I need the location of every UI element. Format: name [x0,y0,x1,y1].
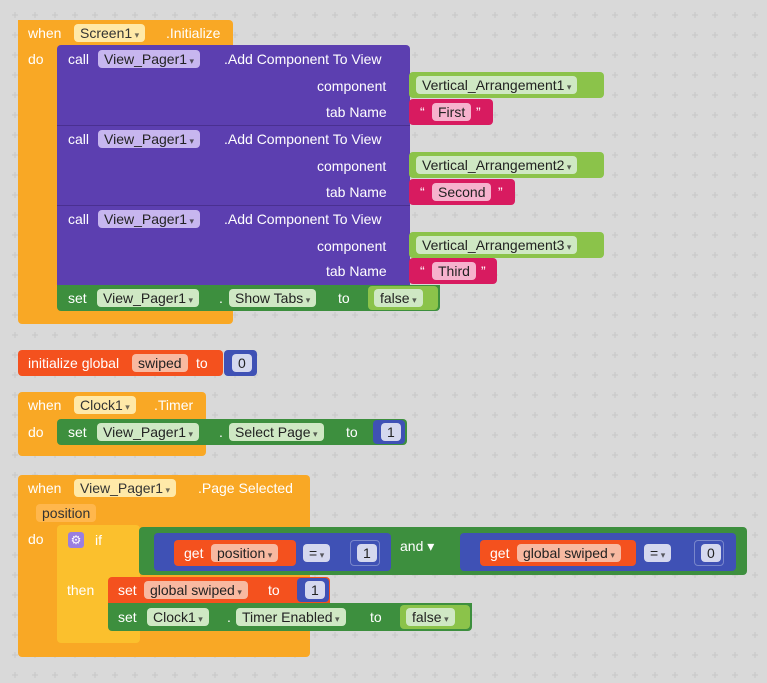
quote-close: ” [481,263,486,279]
property-dropdown[interactable]: Show Tabs [229,289,317,307]
to-keyword: to [268,582,280,598]
param-label: component [317,238,387,254]
get-keyword: get [184,545,204,561]
do-keyword: do [28,424,44,440]
if-keyword: if [95,532,102,548]
quote-open: “ [420,263,425,279]
and-dropdown[interactable]: and ▾ [400,538,435,554]
operator-dropdown[interactable]: = [303,544,331,562]
event-name: .Page Selected [198,480,293,496]
call-keyword: call [68,211,90,227]
do-keyword: do [28,51,44,67]
arrangement-dropdown[interactable]: Vertical_Arrangement1 [416,76,578,94]
boolean-dropdown[interactable]: false [406,608,455,626]
boolean-dropdown[interactable]: false [374,289,423,307]
quote-close: ” [476,104,481,120]
operator-dropdown[interactable]: = [644,544,672,562]
number-field[interactable]: 1 [357,544,377,562]
method-name: .Add Component To View [224,131,382,147]
component-dropdown-viewpager[interactable]: View_Pager1 [74,479,177,497]
set-keyword: set [118,609,137,625]
property-dropdown[interactable]: Timer Enabled [236,608,346,626]
method-name: .Add Component To View [224,51,382,67]
global-name-field[interactable]: swiped [132,354,188,372]
call-keyword: call [68,51,90,67]
initialize-global-label: initialize global [28,355,120,371]
component-dropdown-clock[interactable]: Clock1 [74,396,136,414]
event-name: .Initialize [166,25,221,41]
component-dropdown-viewpager[interactable]: View_Pager1 [98,50,201,68]
event-parameter[interactable]: position [36,504,97,522]
quote-open: “ [420,184,425,200]
text-field[interactable]: Third [432,262,476,280]
arrangement-dropdown[interactable]: Vertical_Arrangement3 [416,236,578,254]
to-keyword: to [370,609,382,625]
component-dropdown-viewpager[interactable]: View_Pager1 [98,130,201,148]
variable-dropdown[interactable]: global swiped [517,544,621,562]
when-keyword: when [28,480,62,496]
then-keyword: then [67,582,95,598]
set-keyword: set [68,424,87,440]
quote-close: ” [498,184,503,200]
number-field[interactable]: 0 [232,354,252,372]
gear-icon[interactable]: ⚙ [68,532,84,548]
component-dropdown-viewpager[interactable]: View_Pager1 [97,423,200,441]
component-dropdown-screen1[interactable]: Screen1 [74,24,146,42]
dot: . [227,609,231,625]
quote-open: “ [420,104,425,120]
call-keyword: call [68,131,90,147]
set-keyword: set [118,582,137,598]
variable-dropdown[interactable]: position [211,544,279,562]
initialize-global-block[interactable] [18,350,223,376]
component-dropdown-viewpager[interactable]: View_Pager1 [98,210,201,228]
dot: . [219,290,223,306]
to-keyword: to [196,355,208,371]
number-field[interactable]: 1 [305,581,325,599]
param-label: component [317,158,387,174]
do-keyword: do [28,531,44,547]
param-label: tab Name [326,104,387,120]
get-keyword: get [490,545,510,561]
dot: . [219,424,223,440]
param-label: component [317,78,387,94]
number-field[interactable]: 0 [701,544,721,562]
text-field[interactable]: First [432,103,472,121]
to-keyword: to [346,424,358,440]
property-dropdown[interactable]: Select Page [229,423,324,441]
set-keyword: set [68,290,87,306]
param-label: tab Name [326,263,387,279]
variable-dropdown[interactable]: global swiped [144,581,248,599]
to-keyword: to [338,290,350,306]
when-keyword: when [28,397,62,413]
method-name: .Add Component To View [224,211,382,227]
text-field[interactable]: Second [432,183,492,201]
component-dropdown-clock[interactable]: Clock1 [147,608,209,626]
event-name: .Timer [154,397,194,413]
number-field[interactable]: 1 [381,423,401,441]
arrangement-dropdown[interactable]: Vertical_Arrangement2 [416,156,578,174]
when-keyword: when [28,25,62,41]
param-label: tab Name [326,184,387,200]
component-dropdown-viewpager[interactable]: View_Pager1 [97,289,200,307]
